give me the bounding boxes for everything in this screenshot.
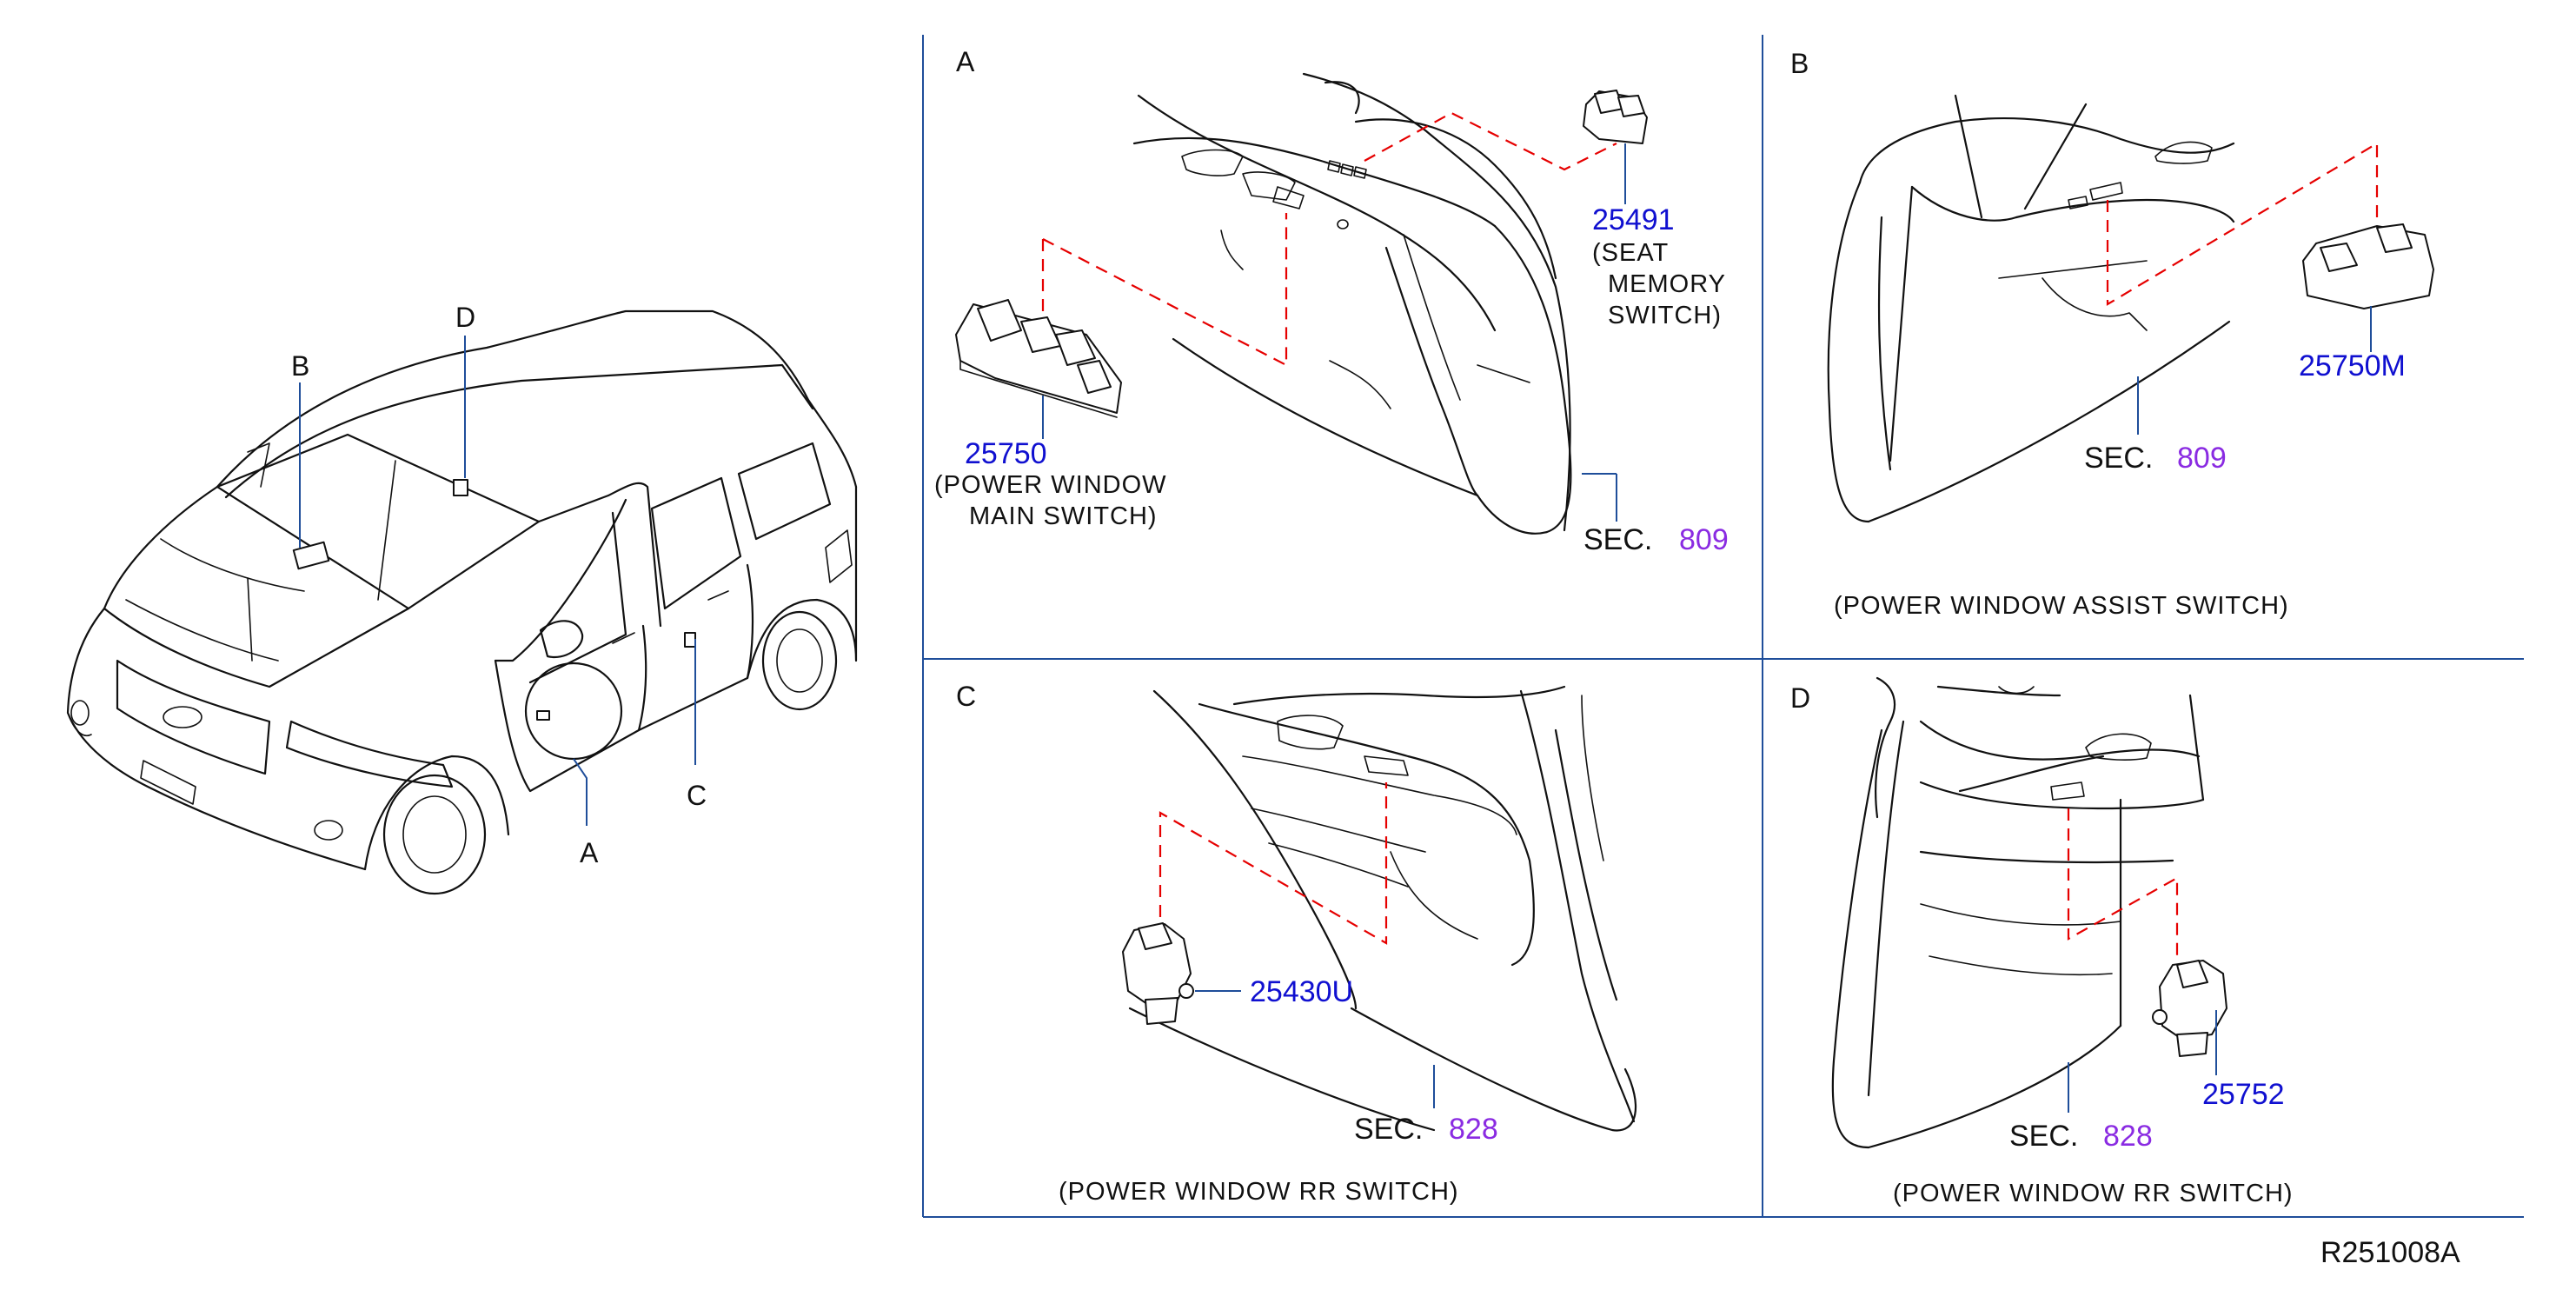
seat-memory-switch-part <box>1583 90 1648 144</box>
panel-a-sec-number: 809 <box>1679 523 1729 556</box>
panel-b-sec-label: SEC. <box>2084 442 2153 475</box>
main-switch-part <box>955 299 1122 418</box>
panel-d-letter: D <box>1790 682 1810 714</box>
panel-b-letter: B <box>1790 48 1809 79</box>
overview-callout-b: B <box>291 350 309 382</box>
panel-d-sec-number: 828 <box>2103 1120 2153 1153</box>
diagram-code: R251008A <box>2320 1236 2460 1269</box>
overview-callout-d: D <box>455 302 475 333</box>
part-number-25752: 25752 <box>2202 1078 2285 1111</box>
panel-a-sec-label: SEC. <box>1583 523 1652 556</box>
panel-d-sec-label: SEC. <box>2009 1120 2078 1153</box>
part-number-25750: 25750 <box>965 437 1047 470</box>
part-desc-25491-line3: SWITCH) <box>1608 302 1722 329</box>
panel-c-sec-label: SEC. <box>1354 1113 1423 1146</box>
part-number-25491: 25491 <box>1592 203 1675 236</box>
panel-c-caption: (POWER WINDOW RR SWITCH) <box>1059 1178 1459 1206</box>
panel-b: B <box>1790 48 2434 523</box>
part-desc-25491-line1: (SEAT <box>1592 239 1669 267</box>
panel-b-sec-number: 809 <box>2177 442 2227 475</box>
overview-callouts <box>299 336 696 826</box>
panel-c: C <box>956 681 1637 1132</box>
assist-switch-part <box>2302 223 2434 309</box>
panel-c-letter: C <box>956 681 976 712</box>
vehicle-overview <box>66 309 858 895</box>
panel-a-letter: A <box>956 46 975 77</box>
part-desc-25750-line2: MAIN SWITCH) <box>969 502 1158 530</box>
panel-b-caption: (POWER WINDOW ASSIST SWITCH) <box>1834 592 2289 620</box>
panel-a: A <box>955 46 1648 535</box>
overview-callout-a: A <box>580 837 599 868</box>
part-number-25430u: 25430U <box>1250 975 1353 1008</box>
rr-switch-part-c <box>1122 922 1194 1025</box>
part-number-25750m: 25750M <box>2299 349 2406 382</box>
part-desc-25491-line2: MEMORY <box>1608 270 1726 298</box>
panel-grid <box>922 35 2524 1218</box>
panel-d: D <box>1790 676 2227 1149</box>
panel-c-sec-number: 828 <box>1449 1113 1498 1146</box>
part-desc-25750-line1: (POWER WINDOW <box>934 471 1167 499</box>
overview-callout-c: C <box>687 780 707 811</box>
panel-d-caption: (POWER WINDOW RR SWITCH) <box>1893 1180 2294 1207</box>
rr-switch-part-d <box>2152 960 2227 1057</box>
